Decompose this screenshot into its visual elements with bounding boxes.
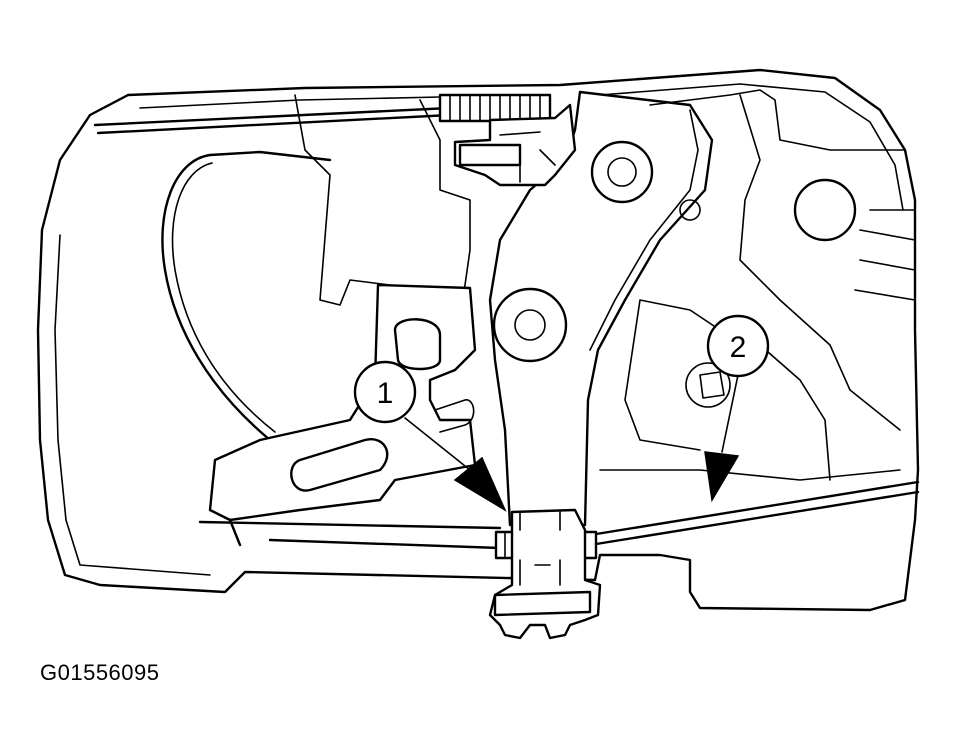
upper-clip-details bbox=[499, 131, 556, 183]
right-hole bbox=[793, 178, 857, 242]
left-cable bbox=[161, 153, 272, 442]
lower-pivot-hole bbox=[492, 287, 568, 363]
upper-clip-thread-lines bbox=[449, 94, 541, 122]
callout-1-leader bbox=[404, 417, 471, 471]
lower-clip-details bbox=[519, 511, 561, 586]
figure-id-label: G01556095 bbox=[40, 660, 160, 685]
callout-2: 2 bbox=[706, 314, 770, 378]
right-latch-plate bbox=[649, 89, 906, 431]
lower-rod bbox=[588, 480, 920, 537]
left-lower-bracket bbox=[208, 283, 477, 522]
callout-2-label: 2 bbox=[730, 331, 747, 364]
housing-outline bbox=[36, 68, 920, 612]
upper-rod-lower bbox=[96, 113, 452, 135]
lower-clip-body bbox=[488, 508, 602, 640]
lower-rod-lower bbox=[588, 490, 920, 547]
callout-2-leader bbox=[721, 374, 739, 453]
right-slot-lines bbox=[854, 209, 916, 301]
left-cable-bend bbox=[208, 150, 332, 162]
upper-pivot-hole bbox=[590, 140, 654, 204]
left-lower-slot bbox=[290, 438, 389, 492]
right-round-hole bbox=[685, 362, 731, 408]
callout-2-circle bbox=[706, 314, 770, 378]
lower-pivot-inner bbox=[514, 309, 546, 341]
lower-rail bbox=[198, 518, 502, 550]
left-bracket-slot bbox=[434, 399, 475, 433]
callout-1-label: 1 bbox=[377, 377, 394, 410]
upper-clip-tab bbox=[458, 143, 522, 167]
upper-clip-thread bbox=[438, 93, 552, 123]
callout-1: 1 bbox=[353, 360, 417, 424]
lower-clip-tab bbox=[493, 590, 592, 617]
callout-1-circle bbox=[353, 360, 417, 424]
callout-1-arrowhead bbox=[453, 456, 507, 512]
upper-panel-right bbox=[419, 99, 471, 321]
right-square-hole bbox=[699, 371, 725, 399]
housing-inner-outline bbox=[54, 83, 904, 576]
upper-rod bbox=[93, 106, 452, 127]
callout-2-arrowhead bbox=[704, 451, 740, 503]
left-hole bbox=[393, 318, 442, 371]
small-upper-hole bbox=[679, 199, 701, 221]
upper-panel bbox=[294, 94, 411, 306]
upper-pivot-inner bbox=[607, 157, 637, 187]
lever-edge bbox=[589, 109, 699, 351]
left-cable-inner bbox=[171, 162, 276, 433]
